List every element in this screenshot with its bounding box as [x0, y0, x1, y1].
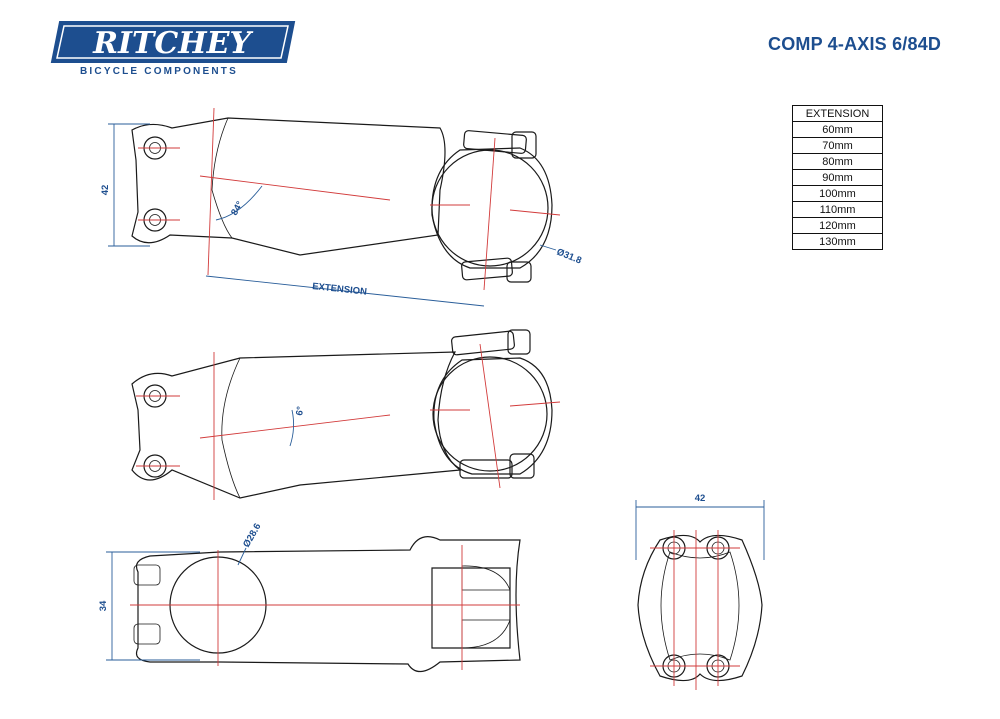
extension-row: 60mm [792, 121, 883, 138]
top-view: 34 Ø28.6 [98, 522, 521, 673]
side-view-top: 42 84° EXTENSION Ø31.8 [100, 107, 583, 307]
rise-angle-label: 6° [294, 405, 306, 416]
extension-dim-label: EXTENSION [312, 281, 368, 298]
bar-clamp-label: Ø31.8 [555, 247, 583, 267]
ritchey-logo: RITCHEY [50, 21, 296, 63]
stack-height-label: 42 [100, 185, 111, 196]
body-width-label: 34 [98, 600, 109, 611]
side-view-middle: 6° [131, 329, 561, 500]
faceplate-view: 42 [635, 493, 765, 690]
faceplate-width-label: 42 [695, 493, 706, 504]
extension-row: 110mm [792, 201, 883, 218]
extension-table: EXTENSION 60mm 70mm 80mm 90mm 100mm 110m… [792, 105, 883, 250]
model-title: COMP 4-AXIS 6/84D [768, 34, 942, 54]
steerer-clamp-label: Ø28.6 [241, 522, 263, 550]
logo-text: RITCHEY [92, 26, 253, 61]
extension-row: 80mm [792, 153, 883, 170]
angle-label: 84° [229, 199, 246, 217]
extension-row: 130mm [792, 233, 883, 250]
brand-subtitle: BICYCLE COMPONENTS [80, 66, 238, 77]
extension-table-header: EXTENSION [792, 105, 883, 122]
extension-row: 70mm [792, 137, 883, 154]
